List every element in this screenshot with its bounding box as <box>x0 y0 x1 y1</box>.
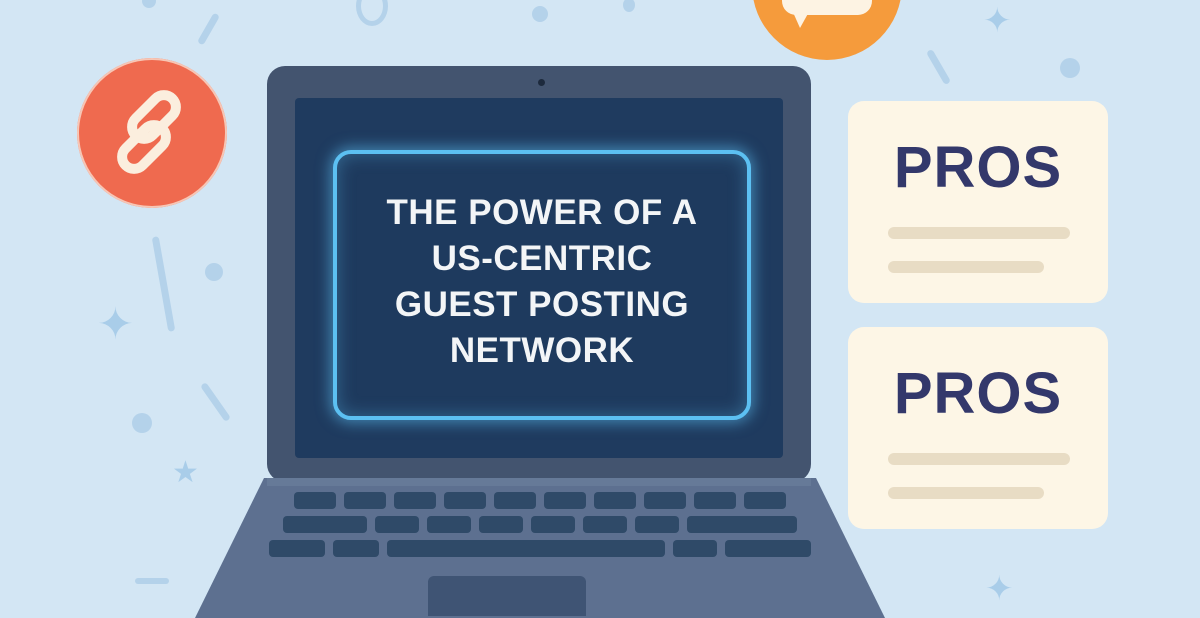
link-badge <box>77 58 227 208</box>
key <box>333 540 379 557</box>
confetti-dot <box>532 6 548 22</box>
key <box>694 492 736 509</box>
key <box>725 540 811 557</box>
key <box>479 516 523 533</box>
webcam-icon <box>538 79 545 86</box>
confetti-dot <box>1060 58 1080 78</box>
key <box>294 492 336 509</box>
key <box>544 492 586 509</box>
keyboard-row <box>265 540 815 557</box>
spacebar <box>387 540 665 557</box>
link-icon <box>117 90 181 174</box>
headline-panel <box>333 150 751 420</box>
headline-line: NETWORK <box>449 331 635 370</box>
text-placeholder-line <box>888 453 1070 465</box>
touchpad <box>428 576 586 616</box>
sparkle-icon: ✦ <box>983 1 1012 41</box>
chat-badge <box>752 0 902 60</box>
pros-card: PROS <box>848 327 1108 529</box>
keyboard <box>265 492 815 564</box>
star-icon: ★ <box>172 455 199 490</box>
key <box>594 492 636 509</box>
text-placeholder-line <box>888 227 1070 239</box>
laptop-hinge <box>267 478 811 486</box>
confetti-dash <box>135 578 169 584</box>
key <box>744 492 786 509</box>
key <box>583 516 627 533</box>
confetti-dash <box>925 48 952 86</box>
headline-line: GUEST POSTING <box>394 285 690 324</box>
sparkle-icon: ✦ <box>97 299 134 350</box>
chat-bubble-tail <box>792 10 810 28</box>
sparkle-icon: ✦ <box>985 569 1014 609</box>
key <box>635 516 679 533</box>
headline-line: US-CENTRIC <box>431 239 653 278</box>
card-title: PROS <box>893 361 1063 426</box>
key <box>269 540 325 557</box>
pros-card: PROS <box>848 101 1108 303</box>
confetti-dot <box>142 0 156 8</box>
key <box>687 516 797 533</box>
key <box>427 516 471 533</box>
key <box>344 492 386 509</box>
key <box>531 516 575 533</box>
key <box>394 492 436 509</box>
card-title: PROS <box>893 135 1063 200</box>
confetti-dash <box>200 381 231 423</box>
keyboard-row <box>265 516 815 533</box>
key <box>494 492 536 509</box>
headline: THE POWER OF A US-CENTRIC GUEST POSTING … <box>337 190 747 374</box>
key <box>673 540 717 557</box>
key <box>644 492 686 509</box>
confetti-dot <box>205 263 223 281</box>
key <box>375 516 419 533</box>
confetti-dash <box>151 236 176 332</box>
confetti-dash <box>196 12 221 46</box>
headline-line: THE POWER OF A <box>386 193 698 232</box>
confetti-dot <box>132 413 152 433</box>
key <box>444 492 486 509</box>
text-placeholder-line <box>888 487 1044 499</box>
text-placeholder-line <box>888 261 1044 273</box>
confetti-loop <box>356 0 388 26</box>
key <box>283 516 367 533</box>
keyboard-row <box>265 492 815 509</box>
confetti-dot <box>623 0 635 12</box>
